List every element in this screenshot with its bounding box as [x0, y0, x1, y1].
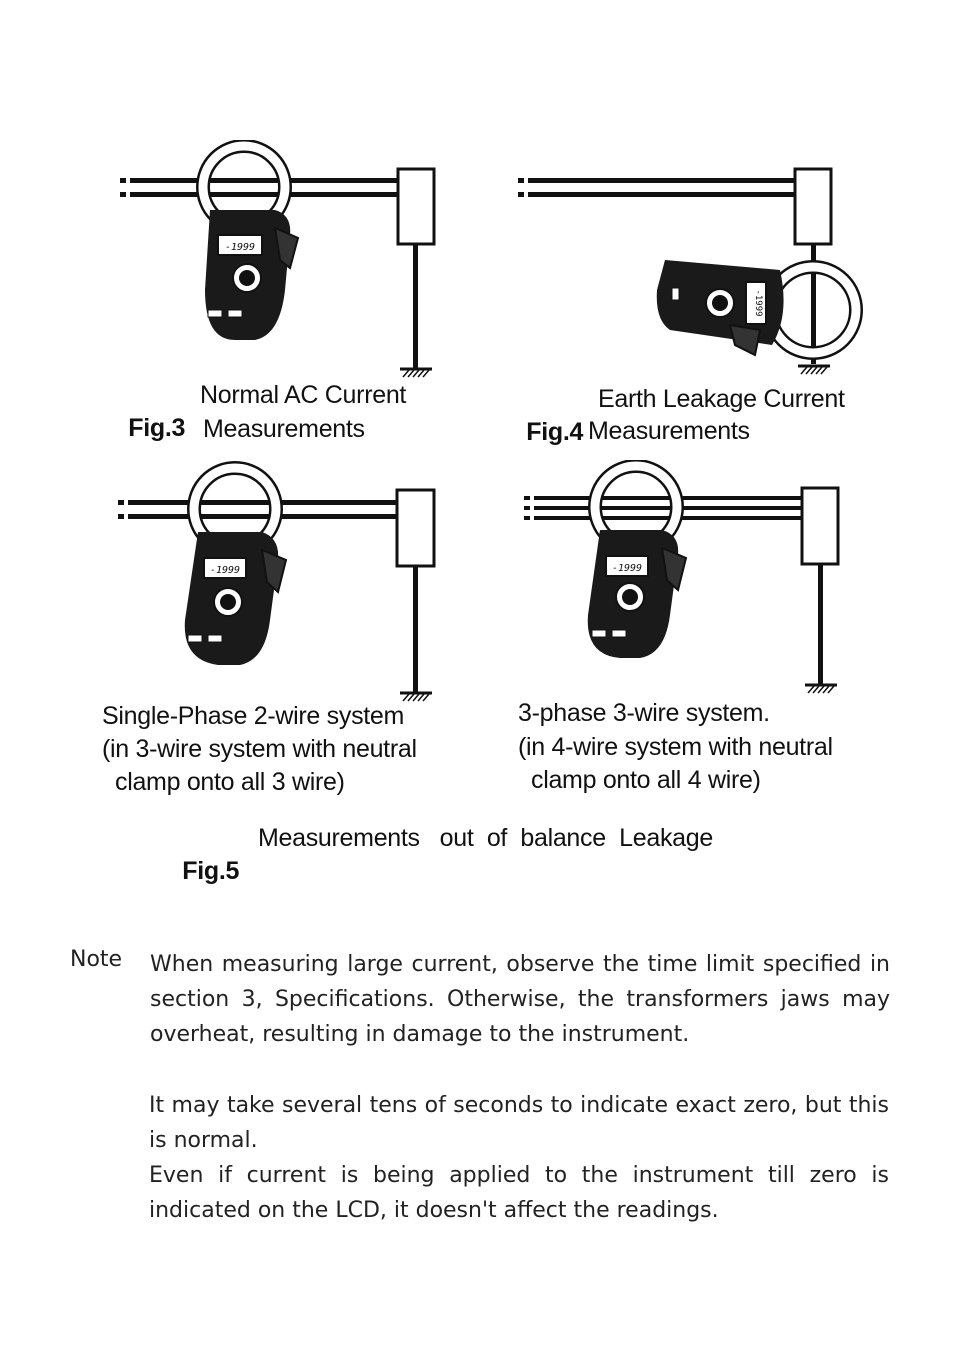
fig3-caption: Fig.3 [115, 379, 185, 445]
fig5-three-phase-illustration: -1999 [524, 460, 840, 694]
fig4-illustration: -1999 [518, 167, 863, 375]
wire-stub [518, 192, 524, 197]
ground-symbol [400, 367, 432, 378]
wire [528, 178, 796, 183]
fig5-number-label: Fig.5 [182, 857, 240, 885]
load-box [800, 486, 840, 566]
ground-wire [413, 244, 418, 368]
wire-stub [120, 192, 126, 197]
wire [130, 178, 398, 183]
wire-stub [118, 514, 124, 519]
note-text-1: When measuring large current, observe th… [150, 952, 890, 1047]
fig5-three-phase-line1: 3-phase 3-wire system. [518, 699, 770, 727]
fig4-caption-line2: Measurements [588, 417, 750, 445]
wire-stub [524, 516, 530, 520]
fig5-number: Fig.5 [169, 822, 239, 888]
clamp-meter: -1999 [184, 461, 288, 665]
fig5-three-phase-line2: (in 4-wire system with neutral [518, 733, 833, 761]
note-paragraph-1: When measuring large current, observe th… [150, 947, 890, 1052]
wire-stub [120, 178, 126, 183]
wire [128, 500, 398, 505]
fig5-single-phase-line1: Single-Phase 2-wire system [102, 702, 405, 730]
ground-symbol [798, 364, 830, 375]
wire [130, 192, 398, 197]
wire-stub [524, 506, 530, 510]
ground-wire [818, 564, 823, 684]
wire [534, 506, 802, 510]
load-box [395, 488, 436, 568]
wire [534, 516, 802, 520]
fig4-number: Fig.4 [526, 418, 584, 446]
fig5-single-phase-line3: clamp onto all 3 wire) [115, 768, 345, 796]
clamp-meter: -1999 [587, 460, 688, 658]
fig3-number: Fig.3 [128, 414, 186, 442]
clamp-meter: -1999 [656, 260, 863, 360]
lcd-readout: -1999 [612, 563, 642, 574]
ground-symbol [400, 691, 432, 702]
wire [128, 514, 398, 519]
lcd-readout: -1999 [225, 242, 255, 253]
fig5-three-phase-line3: clamp onto all 4 wire) [531, 766, 761, 794]
ground-wire [413, 566, 418, 692]
note-label: Note [70, 947, 123, 972]
lcd-readout: -1999 [753, 289, 763, 316]
fig3-caption-line2: Measurements [203, 415, 365, 443]
fig5-single-phase-line2: (in 3-wire system with neutral [102, 735, 417, 763]
wire [528, 192, 796, 197]
wire [534, 496, 802, 500]
ground-wire [811, 244, 816, 364]
fig5-single-phase-illustration: -1999 [118, 461, 436, 702]
wire-stub [518, 178, 524, 183]
load-box [793, 167, 833, 246]
fig3-illustration: -1999 [120, 140, 436, 378]
ground-symbol [805, 683, 837, 694]
clamp-meter: -1999 [196, 140, 300, 340]
load-box [396, 167, 436, 246]
note-text-2b: Even if current is being applied to the … [149, 1163, 889, 1223]
wire-stub [118, 500, 124, 505]
lcd-readout: -1999 [210, 565, 240, 576]
fig3-caption-line1: Normal AC Current [200, 381, 407, 409]
wire-stub [524, 496, 530, 500]
fig4-caption-line1: Earth Leakage Current [598, 385, 845, 413]
note-text-2a: It may take several tens of seconds to i… [149, 1093, 889, 1153]
fig5-caption: Measurements out of balance Leakage [258, 824, 713, 852]
fig4-caption: Fig.4 [513, 383, 583, 449]
note-paragraph-2: It may take several tens of seconds to i… [149, 1088, 889, 1228]
